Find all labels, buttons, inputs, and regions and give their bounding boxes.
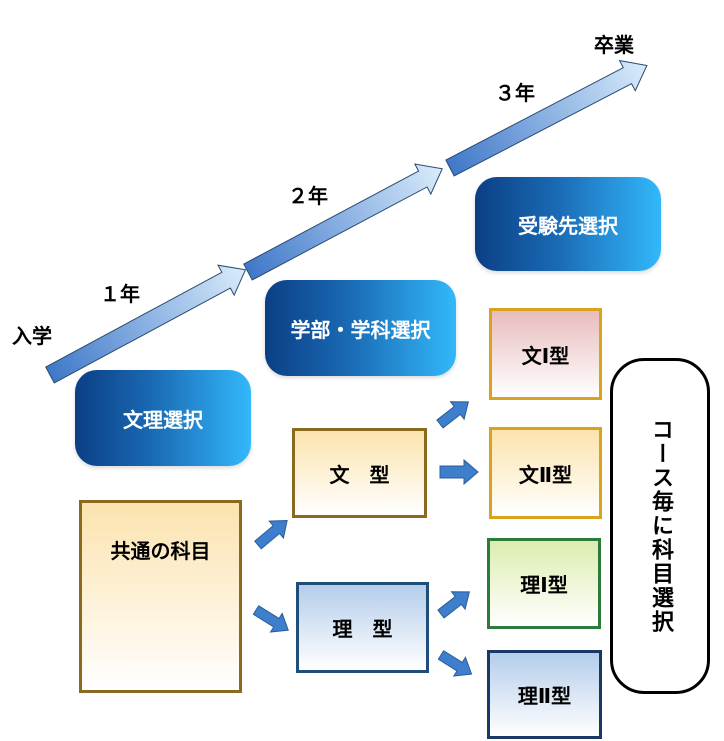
bun-track-box: 文 型 xyxy=(292,428,427,518)
course-note-text: コース毎に科目選択 xyxy=(648,418,673,634)
year-1-arrow xyxy=(45,264,247,384)
end-label: 卒業 xyxy=(594,33,634,57)
year-3-label: ３年 xyxy=(495,81,535,105)
year-2-arrow xyxy=(243,163,443,281)
arrow-to-bun-icon xyxy=(254,520,288,550)
arrow-to-ri-icon xyxy=(252,605,289,633)
course-ri1-box: 理Ⅰ型 xyxy=(487,538,601,629)
start-label: 入学 xyxy=(12,324,52,348)
arrow-to-bun1-icon xyxy=(436,401,470,429)
course-bun2-box: 文Ⅱ型 xyxy=(489,427,602,519)
year-3-arrow xyxy=(445,59,648,177)
stage-faculty-select: 学部・学科選択 xyxy=(265,280,456,376)
stage-bunri-select: 文理選択 xyxy=(75,370,251,466)
year-1-label: １年 xyxy=(100,282,140,306)
arrow-to-ri1-icon xyxy=(437,591,471,619)
common-subjects-box: 共通の科目 xyxy=(79,500,242,693)
course-ri2-box: 理Ⅱ型 xyxy=(487,650,602,739)
course-note-box: コース毎に科目選択 xyxy=(610,358,710,694)
arrow-to-ri2-icon xyxy=(437,650,473,677)
course-bun1-box: 文Ⅰ型 xyxy=(489,308,602,400)
year-2-label: ２年 xyxy=(288,184,328,208)
ri-track-box: 理 型 xyxy=(296,582,429,673)
arrow-to-bun2-icon xyxy=(439,458,479,486)
stage-exam-select: 受験先選択 xyxy=(475,177,661,271)
